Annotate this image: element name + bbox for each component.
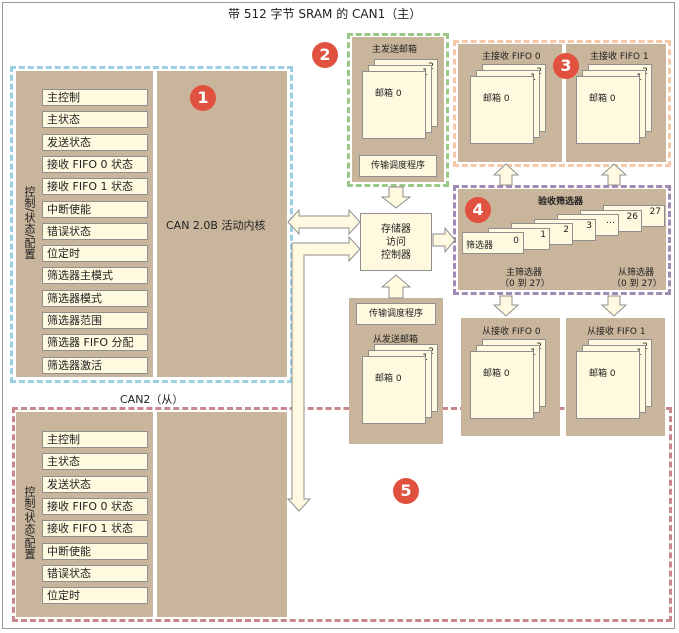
register-row: 接收 FIFO 1 状态: [42, 520, 148, 538]
badge-4: 4: [465, 197, 491, 223]
mailbox-card: 邮箱 0: [362, 356, 426, 424]
can2-region: [12, 407, 672, 622]
register-row: 筛选器主模式: [42, 267, 148, 285]
badge-3: 3: [553, 53, 579, 79]
can1-core-panel: [157, 71, 287, 377]
master-rx1-title: 主接收 FIFO 1: [590, 52, 649, 62]
slave-tx-scheduler: 传输调度程序: [356, 303, 436, 325]
slave-tx-to-memory-arrow: [380, 274, 412, 299]
filter-bank-number: 27: [649, 207, 661, 217]
register-row: 发送状态: [42, 475, 148, 493]
filter-bank-number: 0: [513, 236, 519, 246]
register-row: 错误状态: [42, 222, 148, 240]
memory-line-3: 控制器: [381, 250, 411, 261]
mailbox-label: 邮箱 0: [375, 374, 402, 384]
mailbox-label: 邮箱 0: [589, 94, 616, 104]
badge-2: 2: [312, 42, 338, 68]
master-tx-region: [347, 33, 449, 187]
mailbox-card: 邮箱 0: [362, 71, 426, 139]
register-row: 接收 FIFO 0 状态: [42, 497, 148, 515]
filter-to-slave-rx0-arrow: [492, 295, 520, 317]
master-tx-scheduler: 传输调度程序: [359, 155, 437, 177]
filter-bank-number: …: [606, 216, 615, 226]
filter-bank-number: 2: [563, 225, 569, 235]
mailbox-label: 邮箱 0: [589, 369, 616, 379]
can1-memory-double-arrow: [287, 208, 361, 236]
badge-5: 5: [393, 478, 419, 504]
register-row: 主控制: [42, 431, 148, 448]
master-rx0-title: 主接收 FIFO 0: [482, 52, 541, 62]
register-row: 中断使能: [42, 200, 148, 218]
filter-to-rx0-arrow: [492, 163, 520, 186]
badge-1: 1: [190, 85, 216, 111]
filter-slave-label: 从筛选器: [618, 268, 655, 278]
can2-memory-arrow: [286, 235, 361, 512]
register-row: 主状态: [42, 111, 148, 129]
can2-side-label: 控制/状态/配置: [23, 486, 36, 560]
register-row: 筛选器范围: [42, 312, 148, 329]
register-row: 发送状态: [42, 133, 148, 151]
register-row: 位定时: [42, 245, 148, 263]
memory-to-filter-arrow: [432, 226, 456, 254]
can2-label: CAN2（从）: [120, 393, 184, 406]
slave-tx-title: 从发送邮箱: [373, 335, 419, 345]
slave-rx0-title: 从接收 FIFO 0: [482, 327, 541, 337]
register-row: 筛选器模式: [42, 289, 148, 307]
mailbox-label: 邮箱 0: [483, 94, 510, 104]
register-row: 中断使能: [42, 542, 148, 560]
mailbox-card: 邮箱 0: [576, 76, 640, 144]
filter-bank-number: 3: [586, 220, 592, 231]
can1-core-label: CAN 2.0B 活动内核: [166, 219, 266, 232]
can2-core-panel: [157, 412, 287, 617]
register-row: 接收 FIFO 0 状态: [42, 155, 148, 173]
filter-title: 验收筛选器: [538, 197, 584, 207]
diagram-title: 带 512 字节 SRAM 的 CAN1（主）: [228, 7, 422, 21]
tx-to-memory-arrow: [380, 186, 412, 209]
filter-to-slave-rx1-arrow: [600, 295, 628, 317]
memory-access-controller: 存储器 访问 控制器: [360, 213, 432, 271]
register-row: 筛选器激活: [42, 356, 148, 374]
filter-bank-number: 1: [540, 229, 546, 240]
filter-bank-number: 26: [626, 211, 638, 222]
memory-line-2: 访问: [386, 237, 406, 248]
register-row: 位定时: [42, 587, 148, 605]
mailbox-card: 邮箱 0: [470, 76, 534, 144]
mailbox-card: 邮箱 0: [470, 351, 534, 419]
filter-to-rx1-arrow: [600, 163, 628, 186]
memory-line-1: 存储器: [381, 224, 411, 235]
filter-slave-range: （0 到 27）: [612, 279, 662, 289]
filter-bank-label: 筛选器: [466, 241, 494, 251]
register-row: 筛选器 FIFO 分配: [42, 334, 148, 352]
mailbox-card: 邮箱 0: [576, 351, 640, 419]
master-tx-title: 主发送邮箱: [372, 45, 418, 55]
register-row: 主状态: [42, 453, 148, 471]
register-row: 接收 FIFO 1 状态: [42, 178, 148, 196]
filter-master-range: （0 到 27）: [500, 279, 550, 289]
mailbox-label: 邮箱 0: [375, 89, 402, 99]
mailbox-label: 邮箱 0: [483, 369, 510, 379]
filter-master-label: 主筛选器: [506, 268, 543, 278]
master-rx-region: [453, 40, 671, 167]
can1-side-label: 控制/状态/配置: [23, 186, 36, 260]
register-row: 主控制: [42, 89, 148, 106]
slave-rx1-title: 从接收 FIFO 1: [587, 327, 646, 337]
register-row: 错误状态: [42, 564, 148, 582]
filter-bank-first: 筛选器 0: [462, 232, 524, 254]
